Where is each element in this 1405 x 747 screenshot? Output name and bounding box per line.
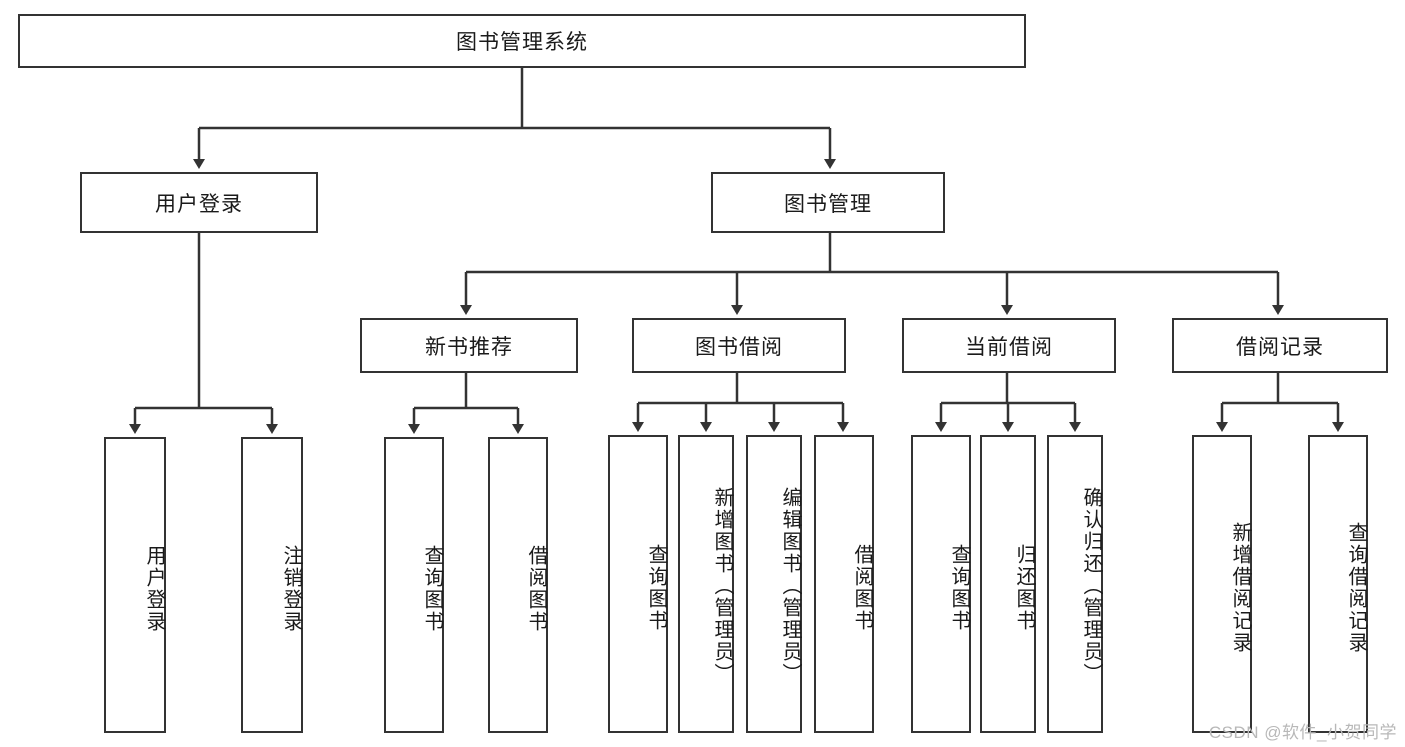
node-root-book-management-system[interactable]: 图书管理系统	[18, 14, 1026, 68]
node-leaf-add-borrow-record[interactable]: 新增借阅记录	[1192, 435, 1252, 733]
node-label: 归还图书	[1013, 544, 1035, 632]
node-user-login[interactable]: 用户登录	[80, 172, 318, 233]
node-label: 注销登录	[280, 545, 302, 633]
node-leaf-user-login[interactable]: 用户登录	[104, 437, 166, 733]
node-leaf-confirm-return-admin[interactable]: 确认归还（管理员）	[1047, 435, 1103, 733]
node-leaf-query-book-borrow[interactable]: 查询图书	[608, 435, 668, 733]
node-label: 图书借阅	[695, 335, 783, 359]
node-leaf-add-book-admin[interactable]: 新增图书（管理员）	[678, 435, 734, 733]
watermark-text: CSDN @软件_小贺同学	[1208, 723, 1397, 742]
node-new-book-recommend[interactable]: 新书推荐	[360, 318, 578, 373]
node-label: 确认归还（管理员）	[1080, 487, 1102, 685]
node-label: 借阅图书	[525, 545, 547, 633]
node-current-borrow[interactable]: 当前借阅	[902, 318, 1116, 373]
node-label: 借阅记录	[1236, 335, 1324, 359]
node-leaf-query-borrow-record[interactable]: 查询借阅记录	[1308, 435, 1368, 733]
node-leaf-query-book-recommend[interactable]: 查询图书	[384, 437, 444, 733]
node-label: 借阅图书	[851, 544, 873, 632]
node-book-borrow[interactable]: 图书借阅	[632, 318, 846, 373]
node-label: 用户登录	[155, 192, 243, 216]
node-label: 图书管理	[784, 192, 872, 216]
node-leaf-borrow-book-recommend[interactable]: 借阅图书	[488, 437, 548, 733]
node-label: 图书管理系统	[456, 31, 588, 54]
node-label: 查询借阅记录	[1345, 522, 1367, 654]
node-leaf-logout[interactable]: 注销登录	[241, 437, 303, 733]
node-label: 查询图书	[421, 545, 443, 633]
node-label: 当前借阅	[965, 335, 1053, 359]
node-label: 用户登录	[143, 545, 165, 633]
node-label: 新增图书（管理员）	[711, 487, 733, 685]
node-label: 查询图书	[948, 544, 970, 632]
node-label: 新增借阅记录	[1229, 522, 1251, 654]
node-label: 查询图书	[645, 544, 667, 632]
node-leaf-return-book[interactable]: 归还图书	[980, 435, 1036, 733]
node-leaf-query-book-current[interactable]: 查询图书	[911, 435, 971, 733]
node-label: 新书推荐	[425, 335, 513, 359]
node-book-management[interactable]: 图书管理	[711, 172, 945, 233]
node-leaf-edit-book-admin[interactable]: 编辑图书（管理员）	[746, 435, 802, 733]
node-label: 编辑图书（管理员）	[779, 487, 801, 685]
node-leaf-borrow-book[interactable]: 借阅图书	[814, 435, 874, 733]
node-borrow-record[interactable]: 借阅记录	[1172, 318, 1388, 373]
